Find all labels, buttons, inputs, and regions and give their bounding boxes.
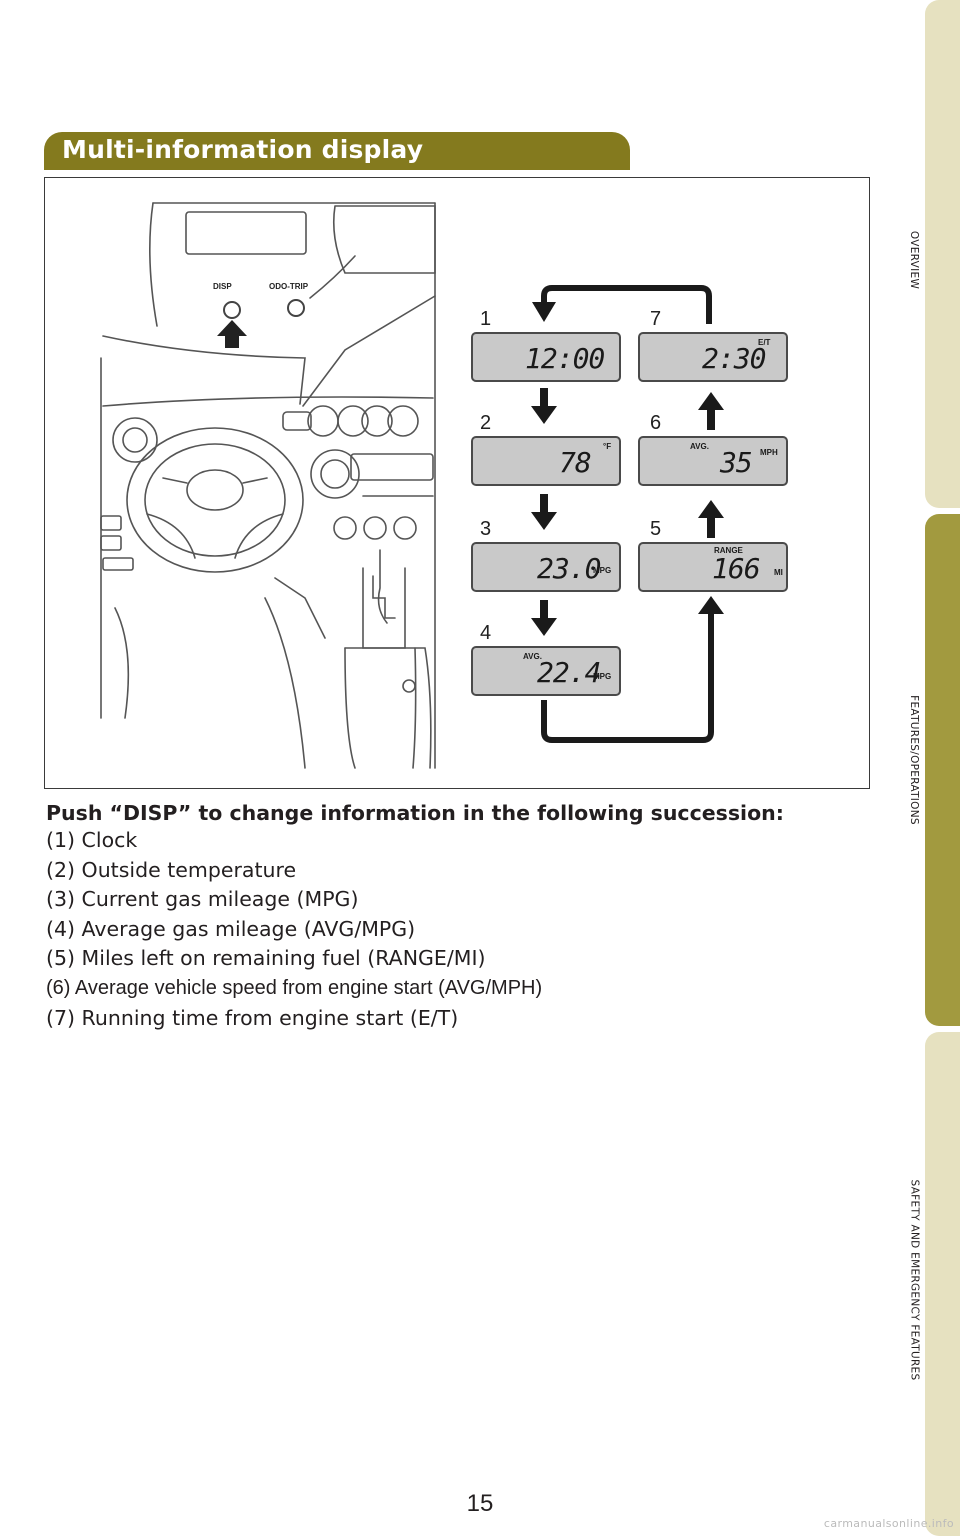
list-item: (5) Miles left on remaining fuel (RANGE/… xyxy=(46,946,486,971)
list-item: (1) Clock xyxy=(46,828,138,852)
lcd-value: 35 xyxy=(720,446,753,479)
list-item: (7) Running time from engine start (E/T) xyxy=(46,1005,459,1030)
step-number-2: 2 xyxy=(480,412,492,434)
side-tab-features-operations[interactable] xyxy=(925,514,960,1026)
odo-trip-button-drawing xyxy=(287,299,305,317)
lcd-tag: °F xyxy=(603,442,612,451)
lcd-unit: MI xyxy=(774,568,783,577)
side-tab-label-features: FEATURES/OPERATIONS xyxy=(908,695,920,825)
side-tab-label-overview: OVERVIEW xyxy=(908,230,921,290)
lcd-average-speed: AVG. 35 MPH xyxy=(638,436,788,486)
section-title: Multi-information display xyxy=(62,135,424,164)
succession-list: (1) Clock (2) Outside temperature (3) Cu… xyxy=(46,826,866,1033)
lcd-tag: RANGE xyxy=(714,546,743,555)
lcd-range: RANGE 166 MI xyxy=(638,542,788,592)
lcd-value: 78 xyxy=(559,446,592,479)
lcd-outside-temperature: 78 °F xyxy=(471,436,621,486)
lcd-value: 22.4 xyxy=(537,656,601,689)
lcd-value: 166 xyxy=(712,552,761,585)
lcd-value: 23.0 xyxy=(537,552,601,585)
lcd-unit: MPG xyxy=(593,672,612,681)
side-tab-safety-emergency[interactable] xyxy=(925,1032,960,1536)
step-number-3: 3 xyxy=(480,518,492,540)
lcd-unit: MPG xyxy=(593,566,612,575)
side-tab-label-safety: SAFETY AND EMERGENCY FEATURES xyxy=(908,1179,920,1381)
step-number-4: 4 xyxy=(480,622,492,644)
dashboard-illustration xyxy=(100,202,724,769)
disp-pointer-arrow xyxy=(217,320,247,348)
lcd-average-mpg: AVG. 22.4 MPG xyxy=(471,646,621,696)
side-tab-overview[interactable] xyxy=(925,0,960,508)
list-item: (4) Average gas mileage (AVG/MPG) xyxy=(46,916,416,941)
step-number-6: 6 xyxy=(650,412,662,434)
dashboard-figure: DISP ODO-TRIP 1 2 3 4 5 6 7 12:00 78 °F … xyxy=(44,177,870,789)
lcd-tag: E/T xyxy=(758,338,771,347)
car-interior-drawing xyxy=(100,202,436,769)
list-item: (3) Current gas mileage (MPG) xyxy=(46,887,359,912)
lcd-tag: AVG. xyxy=(523,652,542,661)
lcd-tag: AVG. xyxy=(690,442,709,451)
section-header: Multi-information display xyxy=(44,132,630,170)
instructions-intro: Push “DISP” to change information in the… xyxy=(46,801,784,825)
disp-button-drawing xyxy=(223,301,241,319)
lcd-unit: MPH xyxy=(760,448,778,457)
step-number-7: 7 xyxy=(650,308,662,330)
flow-loop-lines xyxy=(541,285,714,743)
lcd-elapsed-time: E/T 2:30 xyxy=(638,332,788,382)
list-item: (2) Outside temperature xyxy=(46,857,297,882)
odo-trip-button-label: ODO-TRIP xyxy=(269,282,309,291)
list-item: (6) Average vehicle speed from engine st… xyxy=(46,976,543,999)
flow-arrowheads xyxy=(531,302,724,636)
page-number: 15 xyxy=(466,1490,494,1517)
disp-button-label: DISP xyxy=(213,282,232,291)
lcd-clock: 12:00 xyxy=(471,332,621,382)
lcd-value: 12:00 xyxy=(525,342,605,375)
lcd-current-mpg: 23.0 MPG xyxy=(471,542,621,592)
lcd-value: 2:30 xyxy=(702,342,766,375)
cluster-screen xyxy=(185,211,307,255)
footer-watermark: carmanualsonline.info xyxy=(823,1517,954,1530)
step-number-5: 5 xyxy=(650,518,662,540)
step-number-1: 1 xyxy=(480,308,492,330)
